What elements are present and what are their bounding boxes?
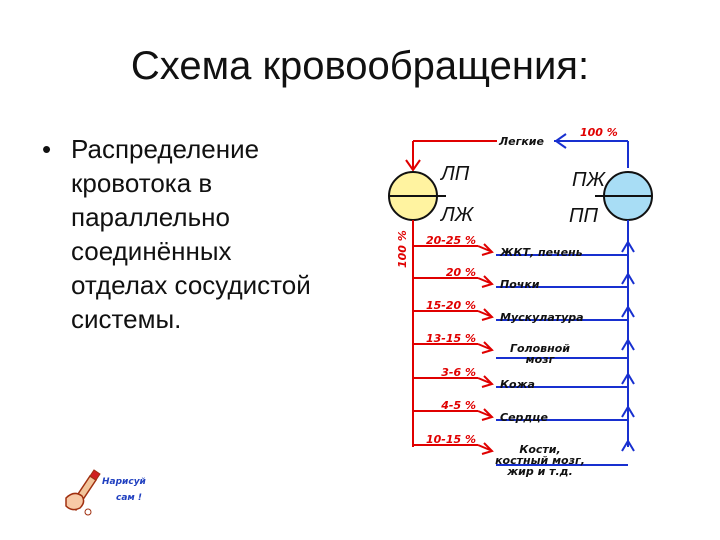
branch-percent-label: 10-15 % xyxy=(426,433,476,446)
right-atrium-label: ПП xyxy=(569,205,598,227)
bullet-line: отделах сосудистой xyxy=(71,270,311,300)
vein-up-arrow-head xyxy=(621,439,635,452)
branch-percent-label: 3-6 % xyxy=(441,366,476,379)
slide-title: Схема кровообращения: xyxy=(130,44,590,88)
pulmonary-arrow-head xyxy=(554,133,567,149)
artery-arrow-head xyxy=(481,442,494,455)
vein-up-arrow-head xyxy=(621,372,635,385)
left-percent-label: 100 % xyxy=(396,230,409,268)
branch-organ-label: Кости, xyxy=(519,443,560,456)
branch-percent-label: 13-15 % xyxy=(426,332,476,345)
artery-arrow-head xyxy=(481,408,494,421)
bullet-list: • Распределение кровотока в параллельно … xyxy=(42,132,362,336)
vein-up-arrow-head xyxy=(621,240,635,253)
bullet-marker: • xyxy=(42,134,52,164)
branch-organ-label: Мускулатура xyxy=(500,311,584,324)
artery-arrow-line xyxy=(477,310,491,317)
artery-arrow-head xyxy=(481,275,494,288)
bullet-text: Распределение кровотока в параллельно со… xyxy=(71,132,362,336)
left-ventricle-label: ЛЖ xyxy=(439,204,475,226)
branch-organ-label: костный мозг, xyxy=(495,454,585,467)
artery-arrow-head xyxy=(481,308,494,321)
bullet-line: кровотока в xyxy=(71,168,213,198)
artery-arrow-line xyxy=(477,245,491,252)
diagram-labels: Легкие 100 % 100 % ЛП ЛЖ ПЖ ПП xyxy=(396,126,618,268)
logo-text-line-1: Нарисуй xyxy=(102,477,147,487)
vein-up-arrow-head xyxy=(621,272,635,285)
right-ventricle-label: ПЖ xyxy=(572,169,606,191)
branch-organ-label: жир и т.д. xyxy=(506,465,573,478)
artery-arrow-head xyxy=(481,375,494,388)
branch-organ-label: Почки xyxy=(500,278,540,291)
branch-percent-label: 20 % xyxy=(446,266,476,279)
pulmonary-down-arrow-head xyxy=(405,159,421,172)
branch-organ-label: мозг xyxy=(526,353,556,366)
branch-percent-label: 20-25 % xyxy=(426,234,476,247)
vein-up-arrow-head xyxy=(621,305,635,318)
diagram-branches: 20-25 % ЖКТ, печень 20 % Почки 15-20 % Мускул… xyxy=(413,234,635,478)
artery-arrow-line xyxy=(477,377,491,384)
bullet-line: Распределение xyxy=(71,134,260,164)
left-atrium-label: ЛП xyxy=(439,163,470,185)
bullet-line: системы. xyxy=(71,304,182,334)
logo-text-line-2: сам ! xyxy=(116,493,142,503)
logo: Нарисуй сам ! xyxy=(65,469,147,516)
pencil-hand-icon xyxy=(65,469,101,516)
bullet-line: параллельно xyxy=(71,202,230,232)
artery-arrow-line xyxy=(477,410,491,417)
diagram-static xyxy=(388,133,653,447)
branch-organ-label: Кожа xyxy=(500,378,535,391)
artery-arrow-line xyxy=(477,277,491,284)
branch-organ-label: Головной xyxy=(510,342,570,355)
top-percent-label: 100 % xyxy=(580,126,618,139)
branch-organ-label: ЖКТ, печень xyxy=(499,246,583,259)
artery-arrow-head xyxy=(481,243,494,256)
artery-arrow-line xyxy=(477,444,491,451)
vein-up-arrow-head xyxy=(621,405,635,418)
bullet-line: соединённых xyxy=(71,236,232,266)
artery-arrow-line xyxy=(477,343,491,350)
branch-percent-label: 4-5 % xyxy=(440,399,476,412)
vein-up-arrow-head xyxy=(621,338,635,351)
artery-arrow-head xyxy=(481,341,494,354)
branch-organ-label: Сердце xyxy=(500,411,548,424)
lungs-label: Легкие xyxy=(498,135,545,148)
branch-percent-label: 15-20 % xyxy=(426,299,476,312)
